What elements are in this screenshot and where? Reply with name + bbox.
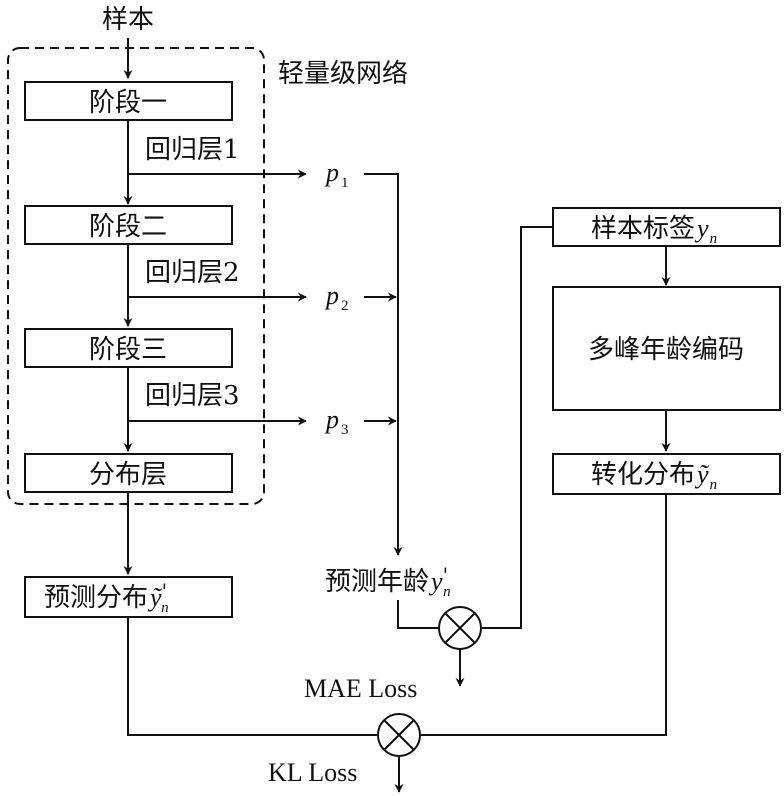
converted-distribution-label: 转化分布ỹn (591, 460, 717, 493)
network-label: 轻量级网络 (278, 59, 408, 89)
sample-label-text: 样本标签yn (591, 214, 717, 247)
distribution-layer-label: 分布层 (89, 460, 167, 490)
stage2-label: 阶段二 (89, 212, 167, 242)
input-label: 样本 (102, 5, 154, 35)
age-to-mae-line (397, 600, 438, 629)
kl-loss-label: KL Loss (268, 758, 357, 787)
lightweight-network-container (7, 47, 265, 505)
encoding-label: 多峰年龄编码 (588, 335, 744, 365)
p-merge-to-age-arrow (364, 173, 403, 556)
regression-layer1-label: 回归层1 (145, 135, 240, 165)
regression-layer3-label: 回归层3 (145, 381, 240, 411)
regression-layer2-label: 回归层2 (145, 258, 240, 288)
stage2-box (24, 205, 233, 245)
label-to-mae-line (482, 226, 553, 629)
stage1-box (24, 81, 233, 121)
converted-to-kl-line (421, 494, 667, 736)
predicted-to-kl-line (127, 617, 377, 736)
mae-loss-label: MAE Loss (304, 674, 417, 703)
predicted-distribution-label: 预测分布ỹ'n (44, 579, 169, 616)
converted-distribution-box (552, 453, 781, 495)
stage3-box (24, 328, 233, 368)
mae-combine-icon-stroke-b (444, 612, 476, 644)
encoding-box (552, 286, 781, 411)
predicted-distribution-box (24, 576, 233, 618)
predicted-age-label: 预测年龄y'n (325, 563, 451, 600)
stage3-label: 阶段三 (89, 335, 167, 365)
kl-combine-icon-stroke-b (383, 719, 415, 751)
stage1-label: 阶段一 (89, 88, 167, 118)
